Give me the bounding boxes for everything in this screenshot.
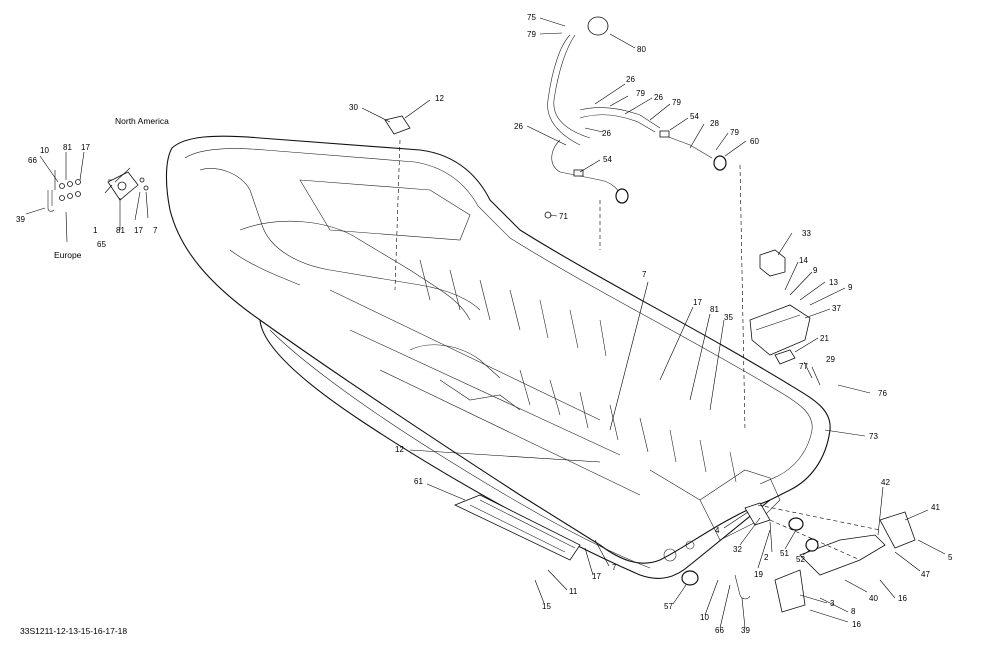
callout-17: 81 (710, 305, 719, 314)
callout-66: 66 (715, 626, 724, 635)
part-42-handle (799, 534, 886, 576)
reference-code: 33S1211-12-13-15-16-17-18 (20, 626, 127, 636)
callout-79: 79 (730, 128, 739, 137)
leader-lines (25, 17, 946, 629)
callout-80: 80 (637, 45, 646, 54)
callout-16: 16 (852, 620, 861, 629)
vent-valve (659, 130, 670, 138)
callout-26: 26 (626, 75, 635, 84)
part-3 (774, 569, 806, 613)
callout-26: 26 (602, 129, 611, 138)
callout-17: 17 (81, 143, 90, 152)
callout-8: 8 (851, 607, 856, 616)
callout-4: 4 (715, 526, 720, 535)
callout-77: 77 (799, 362, 808, 371)
callout-17: 17 (134, 226, 143, 235)
callout-33: 33 (802, 229, 811, 238)
callout-79: 79 (672, 98, 681, 107)
callout-54: 54 (690, 112, 699, 121)
callout-15: 15 (542, 602, 551, 611)
callout-73: 7 (642, 270, 647, 279)
callout-10: 10 (40, 146, 49, 155)
callout-16: 16 (898, 594, 907, 603)
callout-35: 73 (869, 432, 878, 441)
callout-65: 65 (97, 240, 106, 249)
callout-41: 41 (931, 503, 940, 512)
callout-2: 2 (764, 553, 769, 562)
callout-39: 39 (741, 626, 750, 635)
callout-9: 9 (813, 266, 818, 275)
callout-26: 26 (514, 122, 523, 131)
callout-42: 42 (881, 478, 890, 487)
region-north-america: North America (115, 116, 169, 126)
grommet-60 (713, 155, 727, 171)
callout-19: 19 (754, 570, 763, 579)
callout-60: 60 (750, 137, 759, 146)
callout-3: 3 (830, 599, 835, 608)
callout-61: 61 (414, 477, 423, 486)
bow-eye-assembly (47, 171, 149, 212)
callout-7: 17 (693, 298, 702, 307)
part-51 (788, 517, 804, 531)
callout-26: 26 (654, 93, 663, 102)
callout-11: 11 (569, 587, 578, 596)
callout-12: 12 (435, 94, 444, 103)
callout-76: 76 (878, 389, 887, 398)
hull-body (165, 135, 831, 579)
callout-29: 29 (826, 355, 835, 364)
callout-10: 10 (700, 613, 709, 622)
part-57 (681, 570, 699, 586)
part-30 (384, 115, 411, 135)
callout-52: 52 (796, 555, 805, 564)
callout-47: 47 (921, 570, 930, 579)
grommet-lower (615, 188, 629, 204)
callout-labels: 75 79 80 26 79 26 79 54 28 79 60 26 26 5… (16, 13, 953, 635)
callout-13: 13 (829, 278, 838, 287)
callout-39: 39 (16, 215, 25, 224)
callout-7: 7 (612, 563, 617, 572)
callout-28: 28 (710, 119, 719, 128)
callout-40: 40 (869, 594, 878, 603)
callout-21: 21 (820, 334, 829, 343)
vent-hoses (547, 16, 727, 204)
region-europe: Europe (54, 250, 82, 260)
callout-75: 75 (527, 13, 536, 22)
callout-1: 1 (93, 226, 98, 235)
callout-81: 35 (724, 313, 733, 322)
right-brackets (384, 115, 916, 613)
callout-81: 81 (116, 226, 125, 235)
callout-54: 54 (603, 155, 612, 164)
callout-14: 14 (799, 256, 808, 265)
callout-71: 71 (559, 212, 568, 221)
callout-81: 81 (63, 143, 72, 152)
filler-cap-ring (587, 16, 609, 36)
callout-79: 79 (636, 89, 645, 98)
hose-clamp-54 (573, 169, 584, 177)
part-33 (759, 249, 786, 277)
callout-57: 57 (664, 602, 673, 611)
callout-30: 30 (349, 103, 358, 112)
alignment-lines (394, 139, 881, 561)
callout-12: 12 (395, 445, 404, 454)
callout-66: 66 (28, 156, 37, 165)
callout-51: 51 (780, 549, 789, 558)
callout-79: 79 (527, 30, 536, 39)
callout-5: 5 (948, 553, 953, 562)
callout-9: 9 (848, 283, 853, 292)
callout-17: 17 (592, 572, 601, 581)
part-41 (879, 511, 916, 549)
callout-32: 32 (733, 545, 742, 554)
part-52 (805, 538, 819, 552)
callout-7: 7 (153, 226, 158, 235)
part-37-plate (749, 304, 811, 356)
callout-37: 37 (832, 304, 841, 313)
